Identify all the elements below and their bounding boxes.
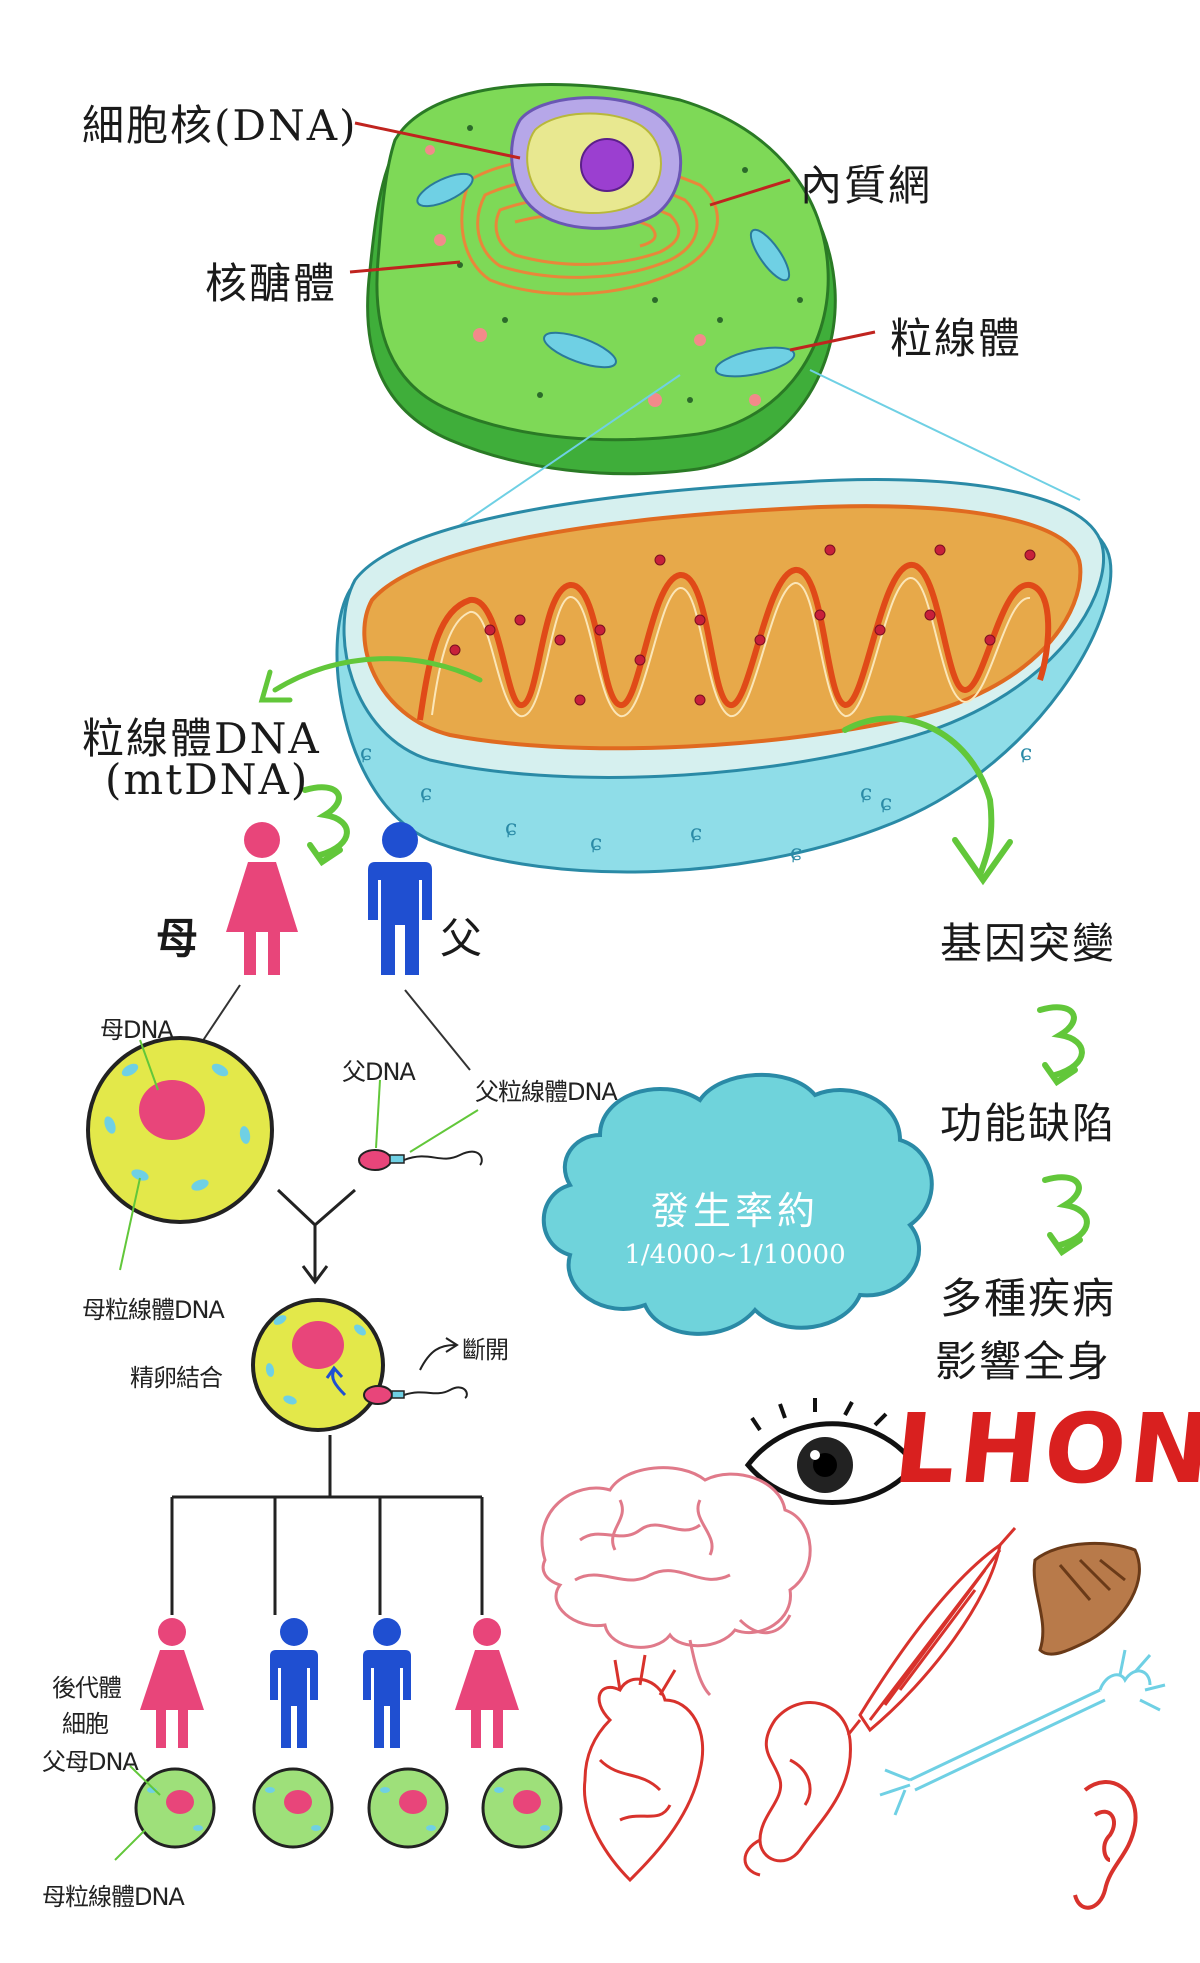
female-icon (226, 822, 298, 975)
brain-icon (540, 1466, 812, 1697)
mother-mtdna-label: 母粒線體DNA (82, 1296, 225, 1324)
heart-icon (582, 1654, 705, 1883)
father-label: 父 (440, 914, 485, 963)
vesicles (425, 145, 761, 407)
mitochondria-label: 粒線體 (890, 314, 1023, 363)
offspring-mtdna-label: 母粒線體DNA (42, 1883, 185, 1911)
offspring-male-1 (270, 1618, 318, 1748)
svg-text:ɕ: ɕ (505, 816, 517, 841)
cristae-inner (431, 576, 1031, 718)
offspring-female-1 (140, 1618, 204, 1748)
flow-step-diseases-line2: 影響全身 (935, 1337, 1112, 1386)
mtdna-label: 粒線體DNA (82, 714, 321, 763)
svg-text:ɕ: ɕ (860, 781, 872, 806)
neuron-icon (879, 1649, 1166, 1816)
svg-text:ɕ: ɕ (590, 831, 602, 856)
membrane-marks: ɕɕ ɕɕ ɕɕ ɕɕ ɕ (360, 741, 1032, 866)
break-off-label: 斷開 (462, 1336, 509, 1364)
father-dna-label: 父DNA (342, 1058, 416, 1086)
incidence-title: 發生率約 (650, 1189, 819, 1233)
offspring-male-2 (363, 1618, 411, 1748)
cell (349, 83, 876, 476)
svg-text:ɕ: ɕ (880, 791, 892, 816)
incidence-cloud (541, 1072, 934, 1336)
mtdna-dots (449, 544, 1036, 706)
er-label: 內質網 (800, 161, 933, 210)
parent-lines (199, 984, 471, 1071)
flow-step-defect: 功能缺陷 (940, 1099, 1117, 1148)
offspring-cells (114, 1765, 563, 1861)
merge-arrow (276, 1188, 356, 1285)
disease-name: LHON (889, 1393, 1200, 1505)
mitochondrion-zoom: ɕɕ ɕɕ ɕɕ ɕɕ ɕ (335, 478, 1113, 874)
svg-text:ɕ: ɕ (1020, 741, 1032, 766)
arrow-to-mtdna (258, 656, 483, 703)
mother-dna-label: 母DNA (100, 1016, 174, 1044)
ear-icon (1073, 1780, 1138, 1910)
mtdna-abbrev-label: (mtDNA) (105, 755, 310, 804)
offspring-tree (170, 1435, 484, 1615)
flow-step-diseases-line1: 多種疾病 (940, 1274, 1117, 1323)
eye-icon (744, 1398, 919, 1505)
offspring-label-line3: 父母DNA (42, 1748, 139, 1776)
offspring-label-line2: 細胞 (62, 1710, 109, 1738)
mother-egg (86, 1036, 274, 1271)
arrow-to-mutation (842, 715, 1013, 886)
father-mtdna-label: 父粒線體DNA (475, 1078, 618, 1106)
squiggle-arrow-2 (1037, 1004, 1085, 1087)
fertilization-label: 精卵結合 (130, 1364, 223, 1392)
zygote (251, 1298, 468, 1432)
offspring-label-line1: 後代體 (52, 1674, 122, 1702)
offspring-female-2 (455, 1618, 519, 1748)
cell-mitochondria (416, 172, 796, 378)
squiggle-arrow-1 (302, 784, 350, 867)
liver-icon (1032, 1542, 1141, 1656)
sperm-icon (358, 1079, 483, 1171)
ribosome-label: 核醣體 (205, 259, 338, 308)
mother-label: 母 (156, 914, 201, 963)
cell-leader-lines (349, 121, 876, 352)
muscle-icon (846, 1527, 1017, 1736)
nucleus-label: 細胞核(DNA) (82, 101, 358, 150)
svg-text:ɕ: ɕ (360, 741, 372, 766)
nucleus (510, 96, 683, 230)
flow-step-mutation: 基因突變 (940, 919, 1117, 968)
male-icon (368, 822, 432, 975)
kidney-icon (743, 1701, 852, 1877)
incidence-value: 1/4000~1/10000 (624, 1240, 846, 1270)
svg-text:ɕ: ɕ (790, 841, 802, 866)
svg-text:ɕ: ɕ (420, 781, 432, 806)
svg-text:ɕ: ɕ (690, 821, 702, 846)
cristae (417, 562, 1052, 721)
squiggle-arrow-3 (1042, 1174, 1090, 1257)
